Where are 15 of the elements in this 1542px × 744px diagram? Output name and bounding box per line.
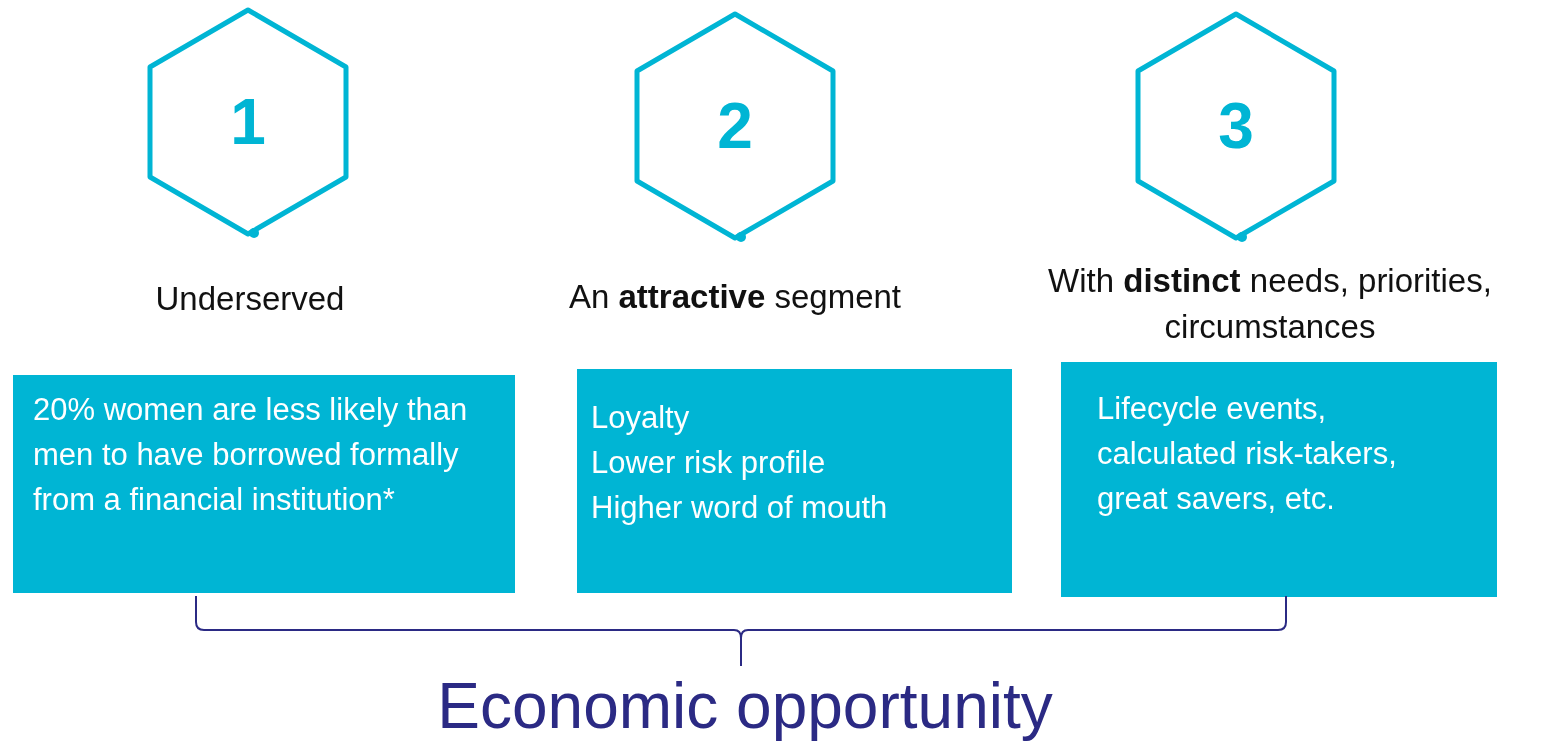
box-text: 20% women are less likely than men to have borrowed formally from a financial institution*	[33, 391, 469, 519]
step-number: 2	[717, 89, 753, 163]
info-box	[13, 375, 515, 593]
step-number: 1	[230, 85, 266, 159]
box-text: Higher word of mouth	[591, 489, 889, 527]
summary-label: Economic opportunity	[436, 669, 1054, 744]
step-number: 3	[1218, 89, 1254, 163]
box-text: Loyalty	[591, 399, 691, 437]
step-heading: With distinct needs, priorities, circumstances	[1047, 261, 1493, 347]
box-text: Lower risk profile	[591, 444, 827, 482]
info-box	[1061, 362, 1497, 597]
info-box	[577, 369, 1012, 593]
box-text: Lifecycle events, calculated risk-takers, great savers, etc.	[1097, 390, 1398, 518]
step-heading: Underserved	[154, 279, 346, 319]
step-heading: An attractive segment	[567, 277, 902, 317]
